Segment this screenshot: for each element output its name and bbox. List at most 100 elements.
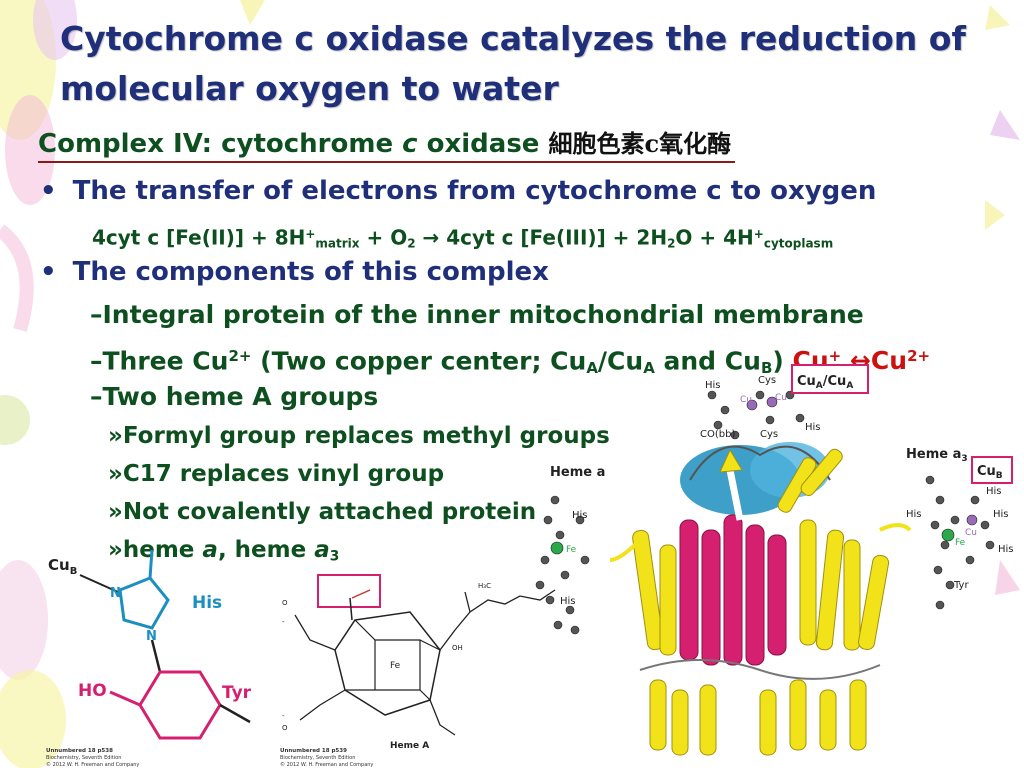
red-sup1: + <box>828 347 842 365</box>
subhead-suffix: oxidase <box>417 129 540 159</box>
bullet-dot: • <box>40 176 57 206</box>
svg-text:CuB: CuB <box>977 464 1003 481</box>
dash-two-heme: –Two heme A groups <box>90 382 379 411</box>
bullet-electron-transfer: • The transfer of electrons from cytochro… <box>40 174 876 208</box>
svg-text:CO(bb): CO(bb) <box>700 429 735 440</box>
heme-a3-model: Heme a3 CuB Fe Cu His His His His Tyr <box>906 447 1014 610</box>
oh-label: OH <box>452 644 463 652</box>
credit-2c: © 2012 W. H. Freeman and Company <box>280 761 373 768</box>
svg-text:Cys: Cys <box>760 429 778 440</box>
dash2-sub-d: B <box>760 359 773 377</box>
fe-center-label: Fe <box>390 661 401 671</box>
sub-item-formyl: »Formyl group replaces methyl groups <box>108 423 610 449</box>
slide-title-line-1: Cytochrome c oxidase catalyzes the reduc… <box>60 19 966 58</box>
svg-text:O: O <box>282 599 288 607</box>
credit-1c: © 2012 W. H. Freeman and Company <box>46 761 139 768</box>
dash2-sup-a: 2+ <box>228 347 252 365</box>
subhead-prefix: Complex IV: cytochrome <box>38 129 403 159</box>
svg-text:His: His <box>572 510 588 521</box>
eq-lhs1: 4cyt c [Fe(II)] + 8H <box>92 225 306 250</box>
his-left-label: His <box>192 593 222 613</box>
svg-text:His: His <box>906 509 922 520</box>
bullet-components-text: The components of this complex <box>72 257 549 287</box>
cua-box <box>791 364 869 394</box>
credit-1b: Biochemistry, Seventh Edition <box>46 755 121 761</box>
svg-text:His: His <box>705 380 721 391</box>
eq-rhs1: 4cyt c [Fe(III)] + 2H <box>446 225 668 250</box>
dash2-sub-c: A <box>643 359 655 377</box>
dash2-d: and Cu <box>654 346 761 376</box>
sub-item-not-covalent: »Not covalently attached protein <box>108 499 537 525</box>
svg-text:His: His <box>986 486 1002 497</box>
h3c-label: H₃C <box>478 582 491 590</box>
subhead-italic-c: c <box>402 129 418 159</box>
cub-left-label: CuB <box>48 556 77 577</box>
svg-text:-: - <box>282 618 285 626</box>
credit-2a: Unnumbered 18 p539 <box>280 748 347 754</box>
svg-text:N: N <box>110 586 121 601</box>
bullet-electron-transfer-text: The transfer of electrons from cytochrom… <box>72 176 877 206</box>
heme-a-struct-label: Heme A <box>390 741 429 751</box>
svg-text:Fe: Fe <box>955 538 966 548</box>
eq-sub-h2o: 2 <box>667 236 676 251</box>
dash2-b: (Two copper center; Cu <box>251 346 587 376</box>
dash-three-cu: –Three Cu2+ (Two copper center; CuA/CuA … <box>90 339 930 385</box>
cub-box <box>971 456 1013 484</box>
sub4-d: a <box>314 537 330 563</box>
slide-title: Cytochrome c oxidase catalyzes the reduc… <box>60 14 990 114</box>
svg-text:His: His <box>805 422 821 433</box>
dash2-sub-b: A <box>586 359 598 377</box>
eq-sup1: + <box>305 227 316 241</box>
subhead-chinese: 細胞色素c氧化酶 <box>548 129 732 158</box>
reaction-equation: 4cyt c [Fe(II)] + 8H+matrix + O2 → 4cyt … <box>92 220 833 258</box>
svg-text:His: His <box>560 596 576 607</box>
cytochrome-oxidase-protein <box>609 442 912 756</box>
ho-label: HO <box>78 681 107 701</box>
eq-sup2: + <box>753 227 764 241</box>
dash2-a: –Three Cu <box>90 346 229 376</box>
svg-text:CuA/CuA: CuA/CuA <box>797 374 853 391</box>
svg-text:Tyr: Tyr <box>953 580 969 591</box>
dash2-e: ) <box>772 346 793 376</box>
eq-sub-o2: 2 <box>407 236 416 251</box>
eq-arrow: → <box>415 225 447 250</box>
red-cu2: Cu <box>870 346 908 376</box>
copper-redox: Cu+ ↔Cu2+ <box>793 346 931 375</box>
svg-text:Heme a3: Heme a3 <box>906 447 968 464</box>
heme-a-structure: Fe O - O - H₃C OH Heme A Unnumbered 18 p… <box>280 574 556 768</box>
svg-text:Heme a: Heme a <box>550 465 605 480</box>
dash-integral-protein: –Integral protein of the inner mitochond… <box>90 300 864 329</box>
svg-text:His: His <box>998 544 1014 555</box>
sub4-sub-d: 3 <box>329 548 340 565</box>
dash2-c: /Cu <box>597 346 644 376</box>
eq-sub2: cytoplasm <box>763 236 834 251</box>
svg-text:N: N <box>146 629 157 644</box>
svg-text:Fe: Fe <box>566 545 577 555</box>
bullet-components: • The components of this complex <box>40 255 549 289</box>
his-tyr-structure: CuB N N His HO Tyr Unnumbered 18 p538 Bi… <box>46 549 252 768</box>
tyr-left-label: Tyr <box>222 683 252 703</box>
sub4-b: a <box>202 537 218 563</box>
heme-a-model: Heme a Fe His His <box>535 465 605 635</box>
svg-text:Cu: Cu <box>965 528 977 538</box>
credit-1a: Unnumbered 18 p538 <box>46 748 113 754</box>
cua-center-model: His Cys Cu Cu Cys His CO(bb) CuA/CuA <box>700 364 869 440</box>
eq-sub1: matrix <box>315 236 360 251</box>
bullet-dot: • <box>40 257 57 287</box>
sub4-c: , heme <box>217 537 315 563</box>
svg-text:His: His <box>993 509 1009 520</box>
credit-2b: Biochemistry, Seventh Edition <box>280 755 355 761</box>
eq-plus-o2: + O <box>359 225 408 250</box>
complex-iv-subheading: Complex IV: cytochrome c oxidase 細胞色素c氧化… <box>38 127 736 163</box>
svg-text:-: - <box>282 712 285 720</box>
slide-title-line-2: molecular oxygen to water <box>60 69 559 108</box>
svg-text:Cys: Cys <box>758 375 776 386</box>
svg-text:Cu: Cu <box>775 393 787 403</box>
svg-text:Cu: Cu <box>740 395 752 405</box>
sub-item-c17: »C17 replaces vinyl group <box>108 461 445 487</box>
svg-text:O: O <box>282 724 288 732</box>
eq-rhs2: O + 4H <box>675 225 754 250</box>
red-sup2: 2+ <box>907 347 931 365</box>
